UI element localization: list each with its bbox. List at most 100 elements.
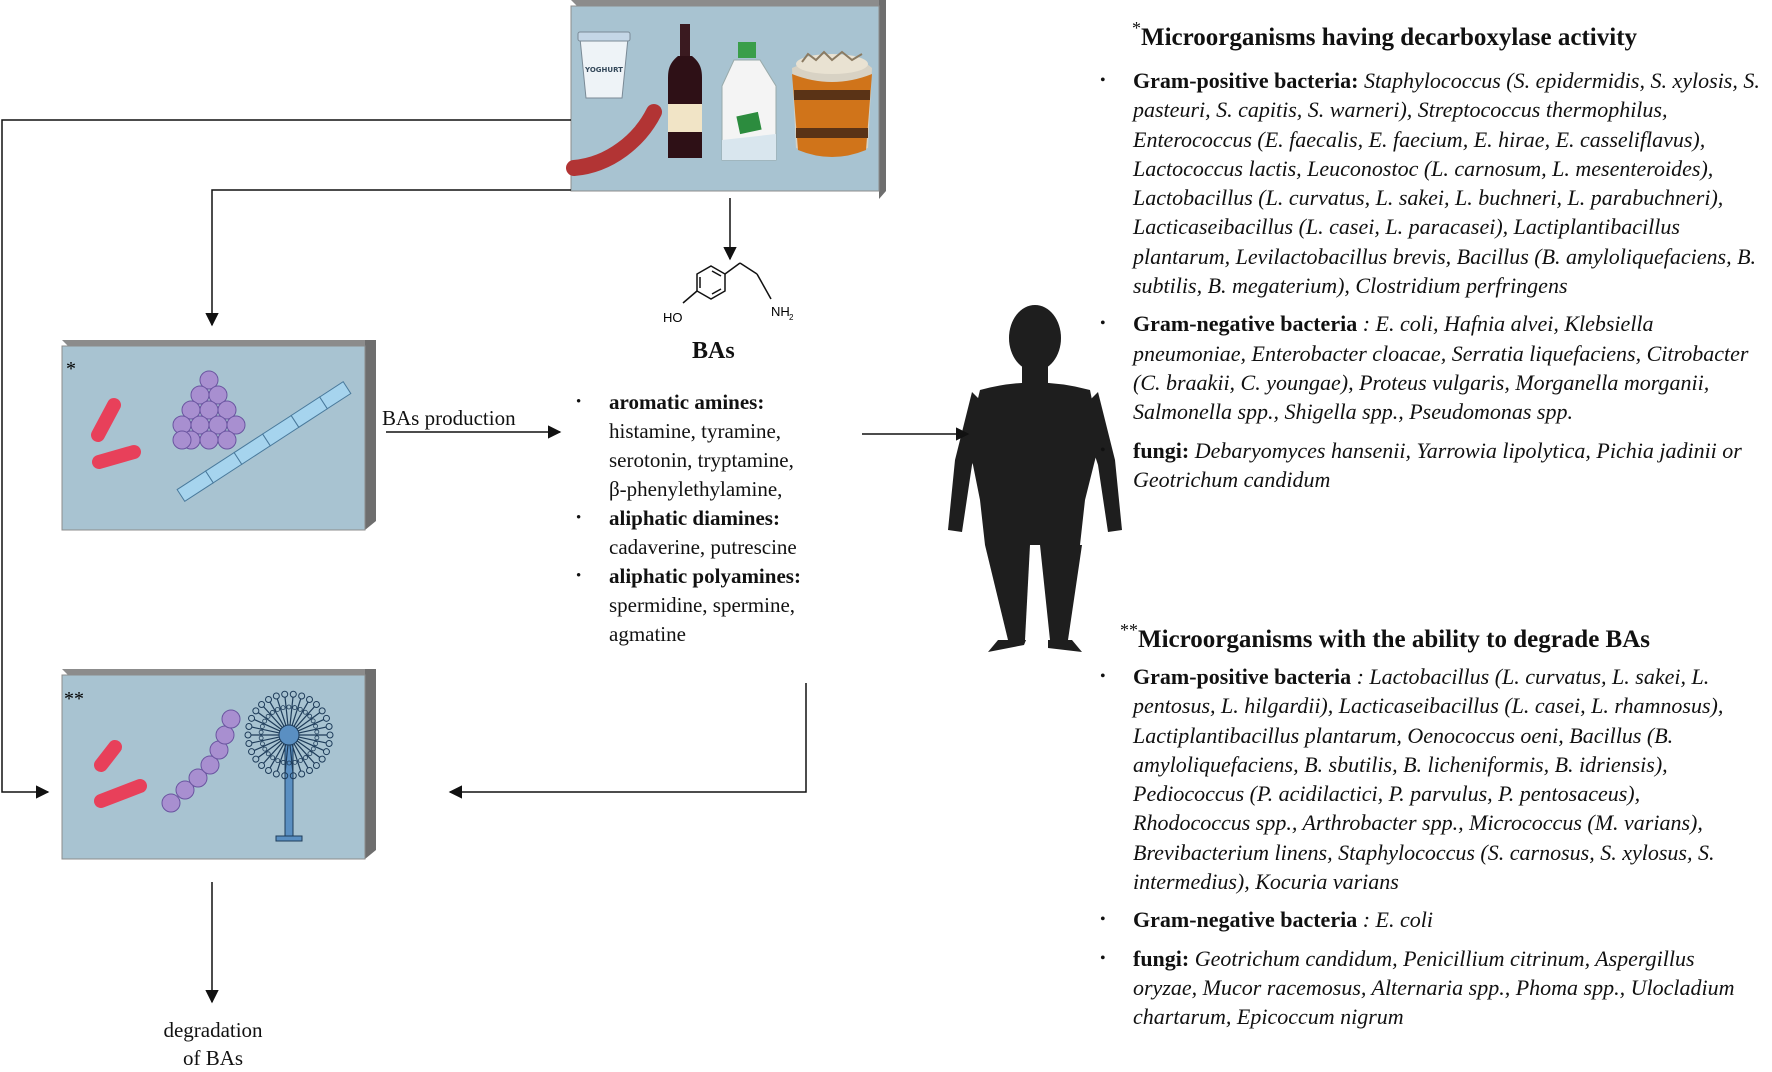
mold-spore	[325, 740, 333, 748]
panel2-star: **	[64, 688, 84, 710]
nh-subscript: 2	[789, 313, 794, 322]
mold-spore	[245, 740, 253, 748]
coccus-cell	[226, 415, 246, 435]
mold-sterigma	[269, 743, 285, 769]
mold-spore	[281, 690, 289, 698]
mold-spore	[314, 735, 320, 741]
mold-sterigma	[289, 697, 294, 726]
amine-class-label: aliphatic polyamines:	[609, 564, 801, 588]
degrade-heading: **Microorganisms with the ability to deg…	[1120, 620, 1651, 654]
mold-spore	[265, 751, 271, 757]
organism-group-label: fungi:	[1133, 945, 1190, 971]
mold-spore	[272, 692, 280, 700]
coccus-cell	[172, 430, 192, 450]
organism-group: Gram-positive bacteria: Staphylococcus (…	[1100, 66, 1760, 300]
mold-spore	[289, 690, 297, 698]
amine-names: histamine, tyramine,	[609, 419, 782, 443]
organism-group-species: : E. coli, Hafnia alvei, Klebsiella pneu…	[1133, 311, 1749, 425]
mold-spore	[326, 731, 334, 739]
mold-spore	[286, 760, 292, 766]
coccus-cluster-icon	[172, 370, 246, 450]
mold-spore	[312, 701, 320, 709]
organism-group-species: : Lactobacillus (L. curvatus, L. sakei, …	[1133, 664, 1724, 895]
mold-spore	[270, 755, 276, 761]
organism-group-species: : E. coli	[1362, 907, 1433, 933]
mold-spore	[307, 713, 313, 719]
mold-spore	[270, 710, 275, 715]
mold-spore	[248, 748, 256, 756]
decarboxylase-star: *	[1132, 18, 1141, 38]
bas-title: BAs	[692, 338, 735, 364]
mold-sterigma	[284, 744, 289, 773]
decarboxylase-heading: *Microorganisms having decarboxylase act…	[1132, 18, 1638, 52]
mold-spore	[313, 723, 318, 729]
mold-spore	[286, 704, 292, 710]
organism-group-label: fungi:	[1133, 437, 1190, 463]
rod-bacteria-icon	[91, 398, 141, 469]
bas-list: aromatic amines: histamine, tyramine, sero…	[576, 388, 876, 649]
mold-spore	[298, 758, 303, 763]
mold-sterigma	[295, 706, 315, 728]
mold-sterigma	[296, 740, 321, 758]
mold-spore	[322, 748, 330, 756]
amine-class: aromatic amines: histamine, tyramine, sero…	[576, 388, 876, 504]
decarboxylase-title: Microorganisms having decarboxylase acti…	[1141, 24, 1638, 51]
mold-sterigma	[263, 742, 283, 764]
mold-spore	[314, 729, 320, 735]
streptococcus-chain-icon	[161, 709, 241, 813]
degradation-line-2: of BAs	[182, 1046, 244, 1070]
mold-spore	[265, 695, 272, 703]
flow-arrows	[1, 119, 970, 1004]
mold-sterigma	[251, 736, 280, 744]
bas-production-label: BAs production	[382, 406, 516, 430]
mold-spore	[252, 707, 260, 715]
amine-class: aliphatic diamines: cadaverine, putrescin…	[576, 504, 876, 562]
coccus-cell	[199, 430, 219, 450]
tyramine-structure	[682, 262, 772, 304]
amine-names: cadaverine, putrescine	[609, 535, 797, 559]
mold-spore	[244, 731, 252, 739]
human-silhouette	[948, 305, 1122, 652]
mold-conidiophore-icon	[244, 690, 334, 842]
coccus-cell	[217, 400, 237, 420]
yoghurt-label: YOGHURT	[584, 66, 623, 74]
coccus-cell	[188, 768, 208, 788]
mold-spore	[265, 713, 271, 719]
organism-group: fungi: Debaryomyces hansenii, Yarrowia l…	[1100, 436, 1760, 495]
mold-spore	[307, 751, 313, 757]
organism-group-species: Geotrichum candidum, Penicillium citrinu…	[1133, 945, 1735, 1030]
organism-group-label: Gram-positive bacteria:	[1133, 68, 1359, 93]
arrow-food-to-degradation	[1, 119, 571, 799]
mold-spore	[258, 729, 264, 735]
mold-spore	[248, 714, 256, 722]
mold-sterigma	[296, 712, 321, 730]
amine-class-label: aliphatic diamines:	[609, 506, 780, 530]
milk-bottle-icon	[721, 42, 777, 161]
mold-spore	[252, 755, 260, 763]
degradation-line-1: degradation	[163, 1018, 263, 1042]
amine-names: β-phenylethylamine,	[609, 477, 783, 501]
amine-class-label: aromatic amines:	[609, 390, 765, 414]
mold-sterigma	[298, 736, 327, 744]
degrade-title: Microorganisms with the ability to degra…	[1138, 626, 1651, 653]
mold-sterigma	[257, 740, 282, 758]
mold-spore	[280, 760, 286, 765]
mold-sterigma	[251, 726, 280, 734]
mold-spore	[302, 709, 308, 715]
mold-sterigma	[293, 701, 309, 727]
mold-spore	[289, 772, 297, 780]
mold-spore	[318, 755, 326, 763]
mold-sterigma	[295, 742, 315, 764]
mold-sterigma	[297, 738, 324, 752]
coccus-cell	[200, 755, 220, 775]
amine-names: serotonin, tryptamine,	[609, 448, 794, 472]
coccus-cell	[208, 385, 228, 405]
coccus-cell	[175, 780, 195, 800]
mold-foot	[275, 835, 303, 842]
organism-group-species: Staphylococcus (S. epidermidis, S. xylos…	[1133, 68, 1760, 299]
organism-group-species: Debaryomyces hansenii, Yarrowia lipolyti…	[1133, 437, 1742, 492]
arrow-bas-to-degradation	[448, 683, 807, 799]
mold-spore	[298, 692, 306, 700]
mold-spore	[265, 767, 272, 775]
